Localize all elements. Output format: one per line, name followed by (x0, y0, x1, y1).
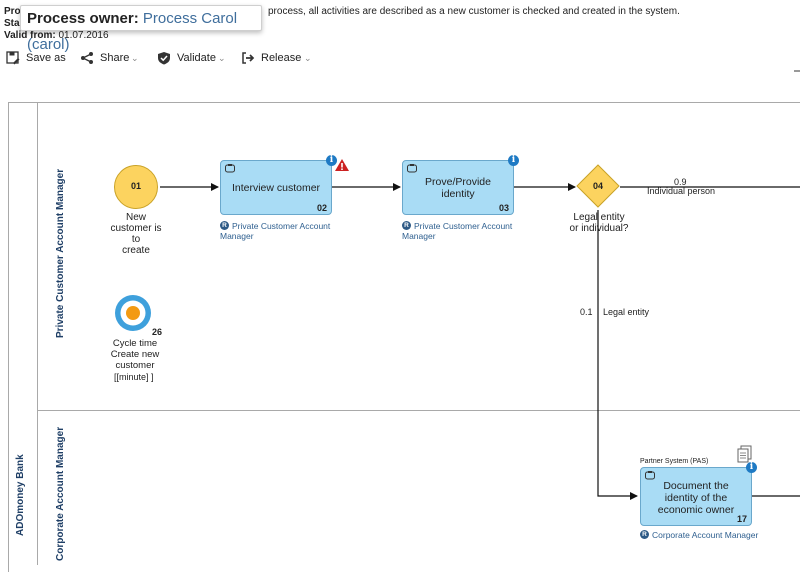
task-name: Prove/Provide identity (425, 176, 491, 200)
gateway-label: Legal entity or individual? (560, 212, 638, 234)
flow-probability-individual: 0.9 (674, 177, 687, 187)
warning-icon[interactable] (334, 158, 350, 172)
validate-button[interactable]: Validate ⌄ (157, 48, 227, 68)
cycle-time-indicator[interactable] (113, 293, 155, 335)
cycle-label-line: Create new (110, 349, 160, 360)
task-prove-identity[interactable]: Prove/Provide identity 03 (402, 160, 514, 215)
tooltip-key: Process owner: (27, 10, 139, 27)
start-event-number: 01 (130, 181, 141, 191)
task-interview-customer[interactable]: Interview customer 02 (220, 160, 332, 215)
chevron-down-icon: ⌄ (304, 53, 312, 63)
start-label-line: customer is to (110, 223, 162, 245)
flow-label-legal: Legal entity (603, 307, 650, 317)
cycle-label-line: Cycle time (112, 338, 158, 349)
role-icon: R (640, 530, 649, 539)
info-icon[interactable]: i (508, 155, 519, 166)
role-text: Private Customer Account Manager (220, 221, 331, 241)
lane-label-corporate: Corporate Account Manager (55, 426, 66, 561)
cycle-label-line: customer (115, 360, 155, 371)
task-number: 17 (736, 514, 747, 524)
task-name: Interview customer (231, 182, 321, 194)
flow-label-individual: Individual person (647, 186, 716, 196)
task-name: Document the identity of the economic ow… (657, 480, 735, 516)
task-type-icon (225, 164, 235, 173)
save-as-icon (6, 51, 20, 65)
description-prefix: Pro (4, 6, 21, 17)
lane-label-private: Private Customer Account Manager (55, 168, 66, 338)
description-line: Pro (4, 5, 21, 18)
share-button[interactable]: Share ⌄ (80, 48, 142, 68)
release-label: Release (261, 52, 302, 64)
cycle-time-unit: [[minute] ] (114, 372, 154, 382)
share-icon (81, 52, 93, 64)
chevron-down-icon: ⌄ (131, 53, 139, 63)
valid-from-value: 01.07.2016 (58, 30, 109, 41)
process-owner-tooltip: Process owner: Process Carol (carol) (20, 5, 262, 53)
info-icon[interactable]: i (326, 155, 337, 166)
task-type-icon (407, 164, 417, 173)
status-prefix: Sta (4, 18, 20, 29)
start-label-line: New (125, 212, 146, 223)
validate-label: Validate (177, 52, 216, 64)
start-event-label: New customer is to create (105, 212, 167, 256)
task-system-label: Partner System (PAS) (640, 458, 709, 465)
gateway-label-line: Legal entity (573, 212, 625, 223)
pool-label: ADOmoney Bank (15, 454, 26, 536)
task-number: 02 (316, 203, 327, 213)
role-icon: R (402, 221, 411, 230)
valid-from-label: Valid from: (4, 30, 56, 41)
role-icon: R (220, 221, 229, 230)
documents-icon[interactable] (736, 445, 752, 463)
task-type-icon (645, 471, 655, 480)
flow-probability-legal: 0.1 (580, 307, 593, 317)
start-event[interactable] (113, 164, 161, 212)
save-as-button[interactable]: Save as (6, 48, 66, 68)
diagram-canvas[interactable] (8, 102, 800, 572)
release-button[interactable]: Release ⌄ (241, 48, 315, 68)
role-text: Private Customer Account Manager (402, 221, 513, 241)
info-icon[interactable]: i (746, 462, 757, 473)
shield-check-icon (158, 52, 170, 65)
role-text: Corporate Account Manager (652, 530, 759, 540)
description-text: process, all activities are described as… (268, 6, 680, 17)
status-line: Sta (4, 17, 20, 30)
scroll-indicator (794, 70, 800, 72)
start-label-line: create (122, 245, 150, 256)
gateway-label-line: or individual? (569, 223, 629, 234)
save-as-label: Save as (26, 52, 66, 64)
share-label: Share (100, 52, 130, 64)
gateway-number: 04 (592, 181, 603, 191)
task-number: 03 (498, 203, 509, 213)
tooltip-owner-link[interactable]: Process Carol (carol) (27, 10, 238, 53)
cycle-time-number: 26 (152, 327, 163, 337)
gateway-decision[interactable] (576, 164, 622, 210)
cycle-time-label: Cycle time Create new customer (100, 338, 170, 371)
chevron-down-icon: ⌄ (218, 53, 226, 63)
valid-from: Valid from: 01.07.2016 (4, 29, 109, 42)
task-document-identity[interactable]: Document the identity of the economic ow… (640, 467, 752, 526)
release-icon (242, 52, 255, 64)
